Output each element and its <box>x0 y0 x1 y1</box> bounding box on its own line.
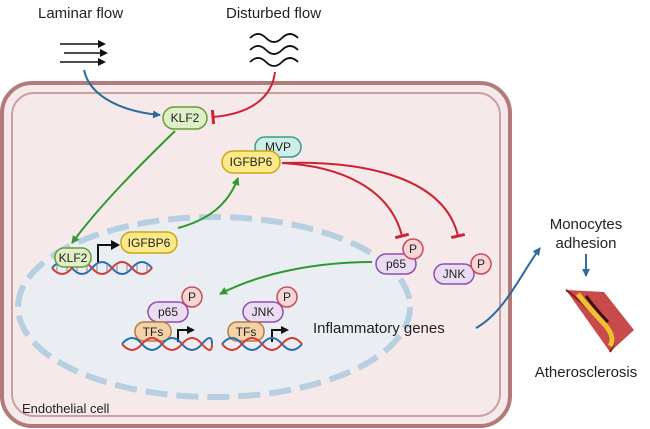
jnk-nuclear-phospho-label: P <box>283 290 291 304</box>
adhesion-label: adhesion <box>556 235 617 252</box>
tfs-label-1: TFs <box>143 325 164 339</box>
klf2-bound-label: KLF2 <box>59 251 88 265</box>
klf2-protein: KLF2 <box>162 106 208 130</box>
jnk-phospho-label: P <box>477 257 485 271</box>
igfbp6-inhibits-p65 <box>281 162 410 240</box>
p65-nuclear-complex: p65 P TFs <box>134 286 203 342</box>
gene-igfbp6-to-cytoplasm-arrow <box>177 177 240 229</box>
tfs-label-2: TFs <box>236 325 257 339</box>
igfbp6-label: IGFBP6 <box>230 155 273 169</box>
nucleus <box>15 214 413 400</box>
klf2-bound-protein: KLF2 <box>54 247 92 268</box>
endothelial-cell-label: Endothelial cell <box>22 401 110 416</box>
jnk-label: JNK <box>443 267 466 281</box>
inflammatory-to-adhesion-arrow <box>475 247 541 329</box>
laminar-flow-icon <box>60 40 108 66</box>
disturbed-flow-icon <box>249 33 299 67</box>
disturbed-flow-label: Disturbed flow <box>226 5 321 22</box>
klf2-to-gene-arrow <box>71 130 176 244</box>
jnk-nuclear-complex: JNK P TFs <box>227 286 298 342</box>
transcription-start-arrowhead-3 <box>281 326 289 334</box>
dna-strand-jnk <box>221 337 303 351</box>
igfbp6-gene-label: IGFBP6 <box>128 236 171 250</box>
igfbp6-gene: IGFBP6 <box>120 231 178 254</box>
p65-phospho-cytoplasm: p65 P <box>375 238 424 275</box>
atherosclerotic-vessel-icon <box>565 289 634 353</box>
igfbp6-protein: IGFBP6 <box>221 150 281 174</box>
endothelial-cell-inner <box>11 92 501 417</box>
laminar-flow-label: Laminar flow <box>38 5 123 22</box>
jnk-phospho-cytoplasm: JNK P <box>433 253 492 285</box>
transcription-start-arrowhead <box>111 240 120 250</box>
atherosclerosis-label: Atherosclerosis <box>535 364 638 381</box>
p65-label: p65 <box>386 257 406 271</box>
p65-nuclear-phospho-label: P <box>188 290 196 304</box>
p65-translocation-arrow <box>219 261 373 295</box>
p65-nuclear-label: p65 <box>158 305 178 319</box>
inflammatory-genes-label: Inflammatory genes <box>313 320 445 337</box>
transcription-start-arrowhead-2 <box>187 326 195 334</box>
igfbp6-inhibits-jnk <box>281 161 466 240</box>
dna-strand-p65 <box>121 337 213 351</box>
p65-phospho-label: P <box>409 242 417 256</box>
monocytes-label: Monocytes <box>550 216 623 233</box>
transcription-start-icon <box>97 244 112 262</box>
transcription-start-icon-2 <box>177 329 188 342</box>
klf2-label: KLF2 <box>171 111 200 125</box>
disturbed-inhibits-klf2 <box>210 71 276 125</box>
laminar-to-klf2-arrow <box>83 69 161 119</box>
jnk-nuclear-label: JNK <box>252 305 275 319</box>
